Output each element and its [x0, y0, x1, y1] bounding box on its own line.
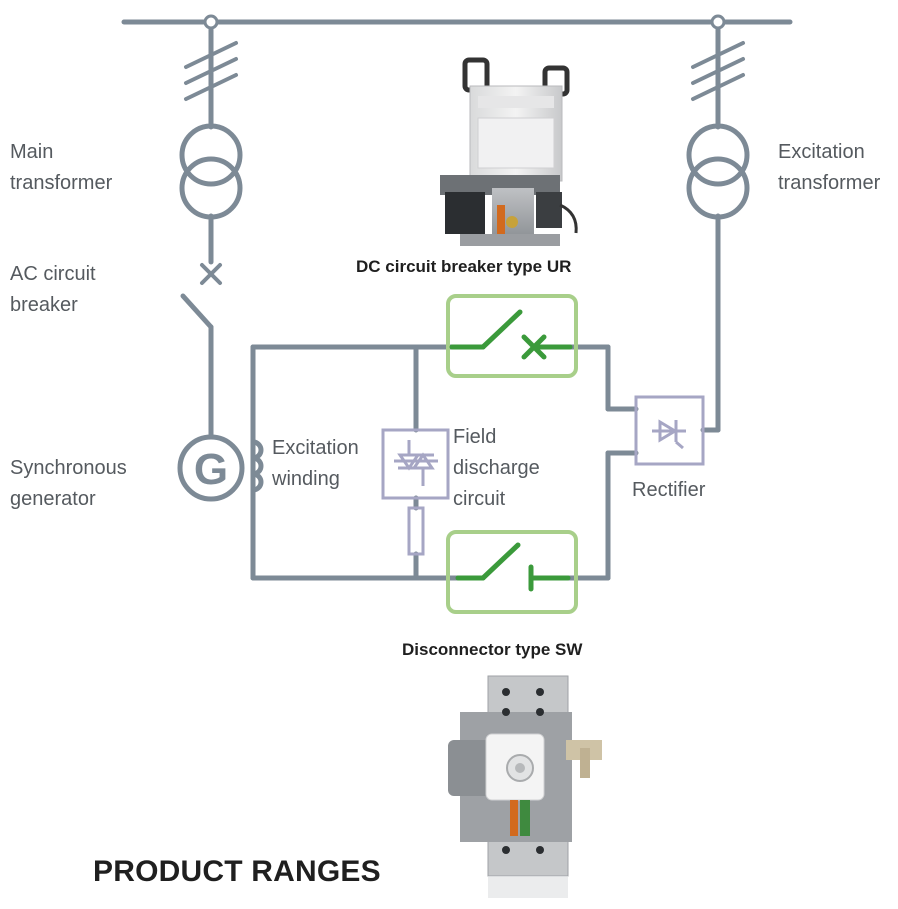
- bus-node-right: [710, 14, 726, 30]
- field-discharge-label-line2: discharge: [453, 457, 540, 479]
- synchronous-generator-label: Synchronous generator: [10, 453, 127, 515]
- product-ranges-title: PRODUCT RANGES: [93, 855, 381, 888]
- ac-breaker-blade: [180, 293, 214, 330]
- generator-symbol: [177, 434, 245, 502]
- field-discharge-label-line1: Field: [453, 426, 497, 448]
- excitation-winding-coil: [252, 439, 264, 493]
- excitation-winding-label-line2: winding: [272, 468, 340, 490]
- ac-breaker-cross: [200, 263, 222, 285]
- three-phase-marker-left: [184, 41, 238, 101]
- main-transformer-label-line2: transformer: [10, 172, 113, 194]
- field-discharge-circuit-label: Field discharge circuit: [453, 422, 540, 515]
- excitation-transformer-symbol: [686, 123, 750, 220]
- generator-letter: G: [194, 445, 228, 494]
- ac-circuit-breaker-label: AC circuit breaker: [10, 259, 96, 321]
- dc-circuit-breaker-photo: [440, 57, 578, 246]
- synchronous-generator-label-line2: generator: [10, 488, 96, 510]
- excitation-winding-label-line1: Excitation: [272, 437, 359, 459]
- three-phase-marker-right: [691, 41, 745, 101]
- main-transformer-label-line1: Main: [10, 141, 54, 163]
- bus-node-left: [203, 14, 219, 30]
- ac-circuit-breaker-label-line2: breaker: [10, 294, 78, 316]
- dc-breaker-symbol: [446, 294, 578, 378]
- field-discharge-label-line3: circuit: [453, 488, 506, 510]
- synchronous-generator-label-line1: Synchronous: [10, 457, 127, 479]
- main-transformer-label: Main transformer: [10, 137, 112, 199]
- rectifier-label: Rectifier: [632, 479, 706, 501]
- ac-circuit-breaker-label-line1: AC circuit: [10, 263, 96, 285]
- excitation-transformer-label-line1: Excitation: [778, 141, 865, 163]
- excitation-transformer-label-line2: transformer: [778, 172, 881, 194]
- excitation-transformer-label: Excitation transformer: [778, 137, 880, 199]
- main-transformer-symbol: [179, 123, 243, 220]
- disconnector-photo: [448, 675, 602, 898]
- dc-breaker-product-label: DC circuit breaker type UR: [356, 257, 572, 276]
- field-discharge-device: [381, 428, 450, 556]
- disconnector-symbol: [446, 530, 578, 614]
- rectifier-device: [634, 395, 705, 466]
- excitation-winding-label: Excitation winding: [272, 433, 359, 495]
- disconnector-product-label: Disconnector type SW: [402, 640, 583, 659]
